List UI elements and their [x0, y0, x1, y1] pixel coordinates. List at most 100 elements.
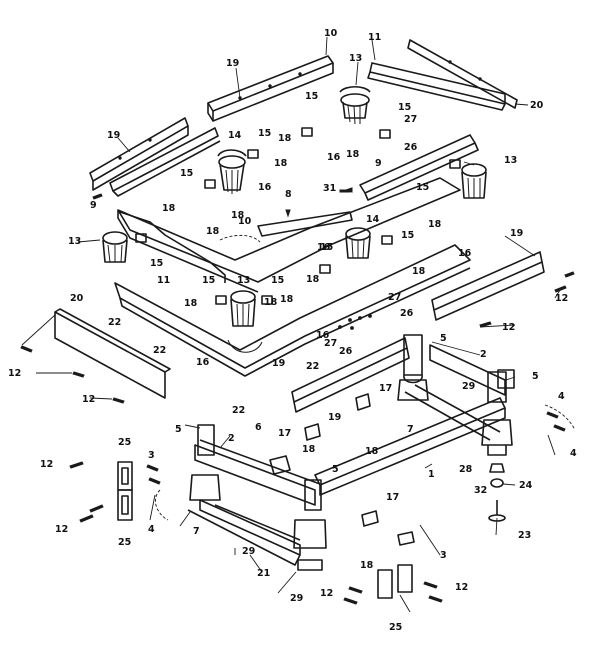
callout-15: 15: [320, 242, 333, 253]
callout-15: 15: [398, 102, 411, 113]
callout-2: 2: [228, 433, 235, 444]
callout-26: 26: [404, 142, 418, 153]
callout-15: 15: [150, 258, 163, 269]
board-9-left: [109, 127, 221, 197]
callout-12: 12: [82, 394, 95, 405]
callout-15: 15: [401, 230, 414, 241]
caster-13-center: [230, 290, 256, 327]
callout-8: 8: [285, 189, 292, 200]
callout-12: 12: [455, 582, 468, 593]
base-frame: [187, 344, 506, 566]
bolts: [20, 189, 575, 605]
callout-9: 9: [90, 200, 97, 211]
callout-23: 23: [518, 530, 531, 541]
callout-24: 24: [519, 480, 533, 491]
callout-11: 11: [368, 32, 381, 43]
corner-post-back-right: [397, 334, 429, 401]
callout-29: 29: [242, 546, 255, 557]
caster-14-left: [217, 149, 247, 194]
callout-5: 5: [175, 424, 182, 435]
callout-18: 18: [162, 203, 176, 214]
callout-4: 4: [558, 391, 565, 402]
callout-4: 4: [148, 524, 155, 535]
callout-19: 19: [272, 358, 285, 369]
callout-5: 5: [440, 333, 447, 344]
callout-11: 11: [157, 275, 170, 286]
callout-12: 12: [55, 524, 68, 535]
callout-16: 16: [458, 248, 472, 259]
callout-10: 10: [324, 28, 338, 39]
callout-18: 18: [280, 294, 294, 305]
callout-3: 3: [440, 550, 447, 561]
callout-labels: 10 11 19 13 20 15 15 27 26 18 18 16 19 1…: [8, 28, 577, 633]
callout-6: 6: [255, 422, 262, 433]
callout-27: 27: [324, 338, 337, 349]
callout-12: 12: [555, 293, 568, 304]
callout-16: 16: [196, 357, 210, 368]
callout-27: 27: [404, 114, 417, 125]
corner-post-mid: [497, 369, 515, 389]
callout-27: 27: [388, 292, 401, 303]
callout-15: 15: [305, 91, 318, 102]
callout-3: 3: [148, 450, 155, 461]
bracket-17-parts: [269, 393, 415, 546]
callout-19: 19: [328, 412, 341, 423]
callout-16: 16: [327, 152, 341, 163]
callout-2: 2: [480, 349, 487, 360]
callout-15: 15: [180, 168, 193, 179]
callout-18: 18: [264, 297, 278, 308]
callout-17: 17: [278, 428, 291, 439]
callout-25: 25: [118, 537, 131, 548]
callout-20: 20: [70, 293, 84, 304]
caster-13-left: [102, 231, 128, 263]
callout-13: 13: [349, 53, 362, 64]
callout-25: 25: [389, 622, 402, 633]
callout-18: 18: [184, 298, 198, 309]
callout-25: 25: [118, 437, 131, 448]
board-11-top: [367, 62, 506, 111]
callout-17: 17: [379, 383, 392, 394]
corner-post-right: [481, 371, 513, 456]
callout-7: 7: [193, 526, 200, 537]
callout-4: 4: [570, 448, 577, 459]
callout-12: 12: [8, 368, 21, 379]
callout-1: 1: [428, 469, 435, 480]
callout-19: 19: [510, 228, 523, 239]
callout-19: 19: [226, 58, 239, 69]
callout-21: 21: [257, 568, 270, 579]
callout-5: 5: [532, 371, 539, 382]
callout-22: 22: [232, 405, 245, 416]
callout-18: 18: [302, 444, 316, 455]
callout-16: 16: [316, 330, 330, 341]
callout-15: 15: [202, 275, 215, 286]
callout-29: 29: [290, 593, 303, 604]
callout-26: 26: [400, 308, 414, 319]
callout-31: 31: [323, 183, 336, 194]
callout-22: 22: [306, 361, 319, 372]
callout-15: 15: [271, 275, 284, 286]
corner-post-front: [293, 479, 327, 571]
callout-5: 5: [332, 464, 339, 475]
callout-18: 18: [428, 219, 442, 230]
board-19-lower: [291, 337, 410, 413]
upper-frame: [117, 177, 461, 293]
board-20-left: [54, 308, 171, 399]
board-10-top: [207, 55, 334, 122]
callout-12: 12: [40, 459, 53, 470]
foot-hardware: [488, 463, 506, 522]
callout-15: 15: [416, 182, 429, 193]
board-19-right: [431, 251, 545, 321]
board-9-right: [359, 134, 479, 201]
callout-18: 18: [206, 226, 220, 237]
callout-29: 29: [462, 381, 475, 392]
callout-13: 13: [504, 155, 517, 166]
bracket-25-bottom: [377, 564, 413, 599]
caster-13-right: [461, 163, 487, 199]
callout-18: 18: [274, 158, 288, 169]
callout-10: 10: [238, 216, 252, 227]
callout-12: 12: [320, 588, 333, 599]
callout-22: 22: [153, 345, 166, 356]
caster-14-mid: [345, 227, 371, 259]
board-20-top: [407, 39, 518, 109]
callout-18: 18: [360, 560, 374, 571]
